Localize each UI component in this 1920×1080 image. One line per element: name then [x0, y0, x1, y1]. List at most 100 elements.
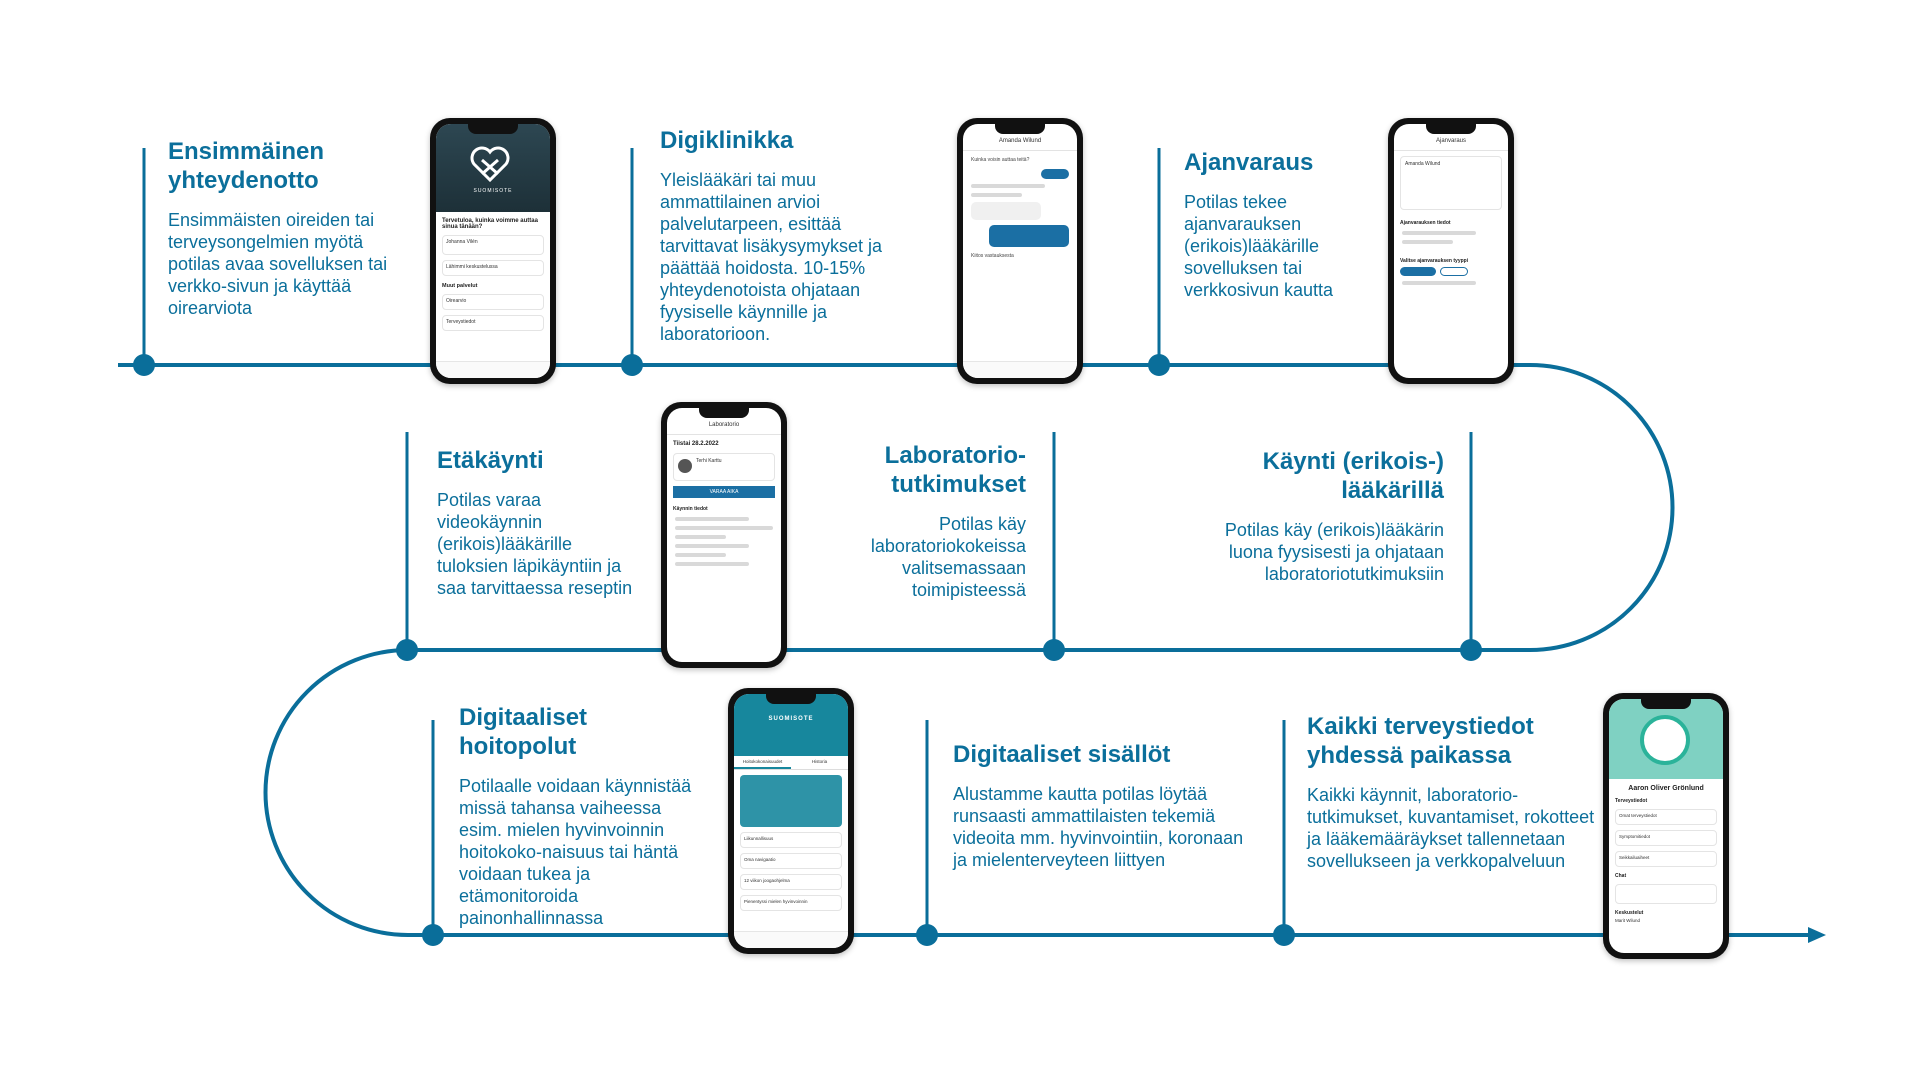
step-title: Etäkäynti	[437, 447, 544, 474]
step-digiklinikka: Digiklinikka Yleislääkäri tai muu ammatt…	[660, 126, 922, 345]
list-item[interactable]: Oma navigaatio	[740, 853, 842, 869]
phone-screen: Amanda Wilund Kuinka voisin auttaa teitä…	[963, 124, 1077, 378]
section-label: Käynnin tiedot	[673, 506, 708, 512]
phone-screen: Laboratorio Tiistai 28.2.2022 Terhi Kart…	[667, 408, 781, 662]
step-text: Potilaalle voidaan käynnistää missä taha…	[459, 776, 692, 928]
brand-text: SUOMISOTE	[473, 188, 513, 194]
tabs[interactable]: Hoitokokonaisuudet Historia	[734, 756, 848, 770]
detail-line	[675, 544, 750, 548]
phone-screen: Ajanvaraus Amanda Wilund Ajanvarauksen t…	[1394, 124, 1508, 378]
section-label: Chat	[1615, 873, 1627, 879]
profile-name: Aaron Oliver Grönlund	[1628, 785, 1704, 792]
step-digital-content: Digitaaliset sisällöt Alustamme kautta p…	[953, 740, 1253, 871]
detail-line	[675, 562, 750, 566]
step-text: Potilas käy laboratoriokokeissa valitsem…	[870, 514, 1026, 600]
chat-bubble-in	[971, 202, 1041, 220]
tab-care-programs[interactable]: Hoitokokonaisuudet	[734, 756, 791, 769]
chat-item[interactable]	[1615, 884, 1717, 904]
step-title: Digitaaliset hoitopolut	[459, 704, 588, 760]
section-label: Ajanvarauksen tiedot	[1400, 220, 1451, 226]
phone-notch	[699, 408, 749, 418]
phone-notch	[468, 124, 518, 134]
phone-screen: Aaron Oliver Grönlund Terveystiedot Omat…	[1609, 699, 1723, 953]
greeting-text: Tervetuloa, kuinka voimme auttaa sinua t…	[442, 218, 538, 230]
booking-type-options[interactable]	[1400, 267, 1502, 276]
detail-line	[1402, 231, 1477, 235]
hero-banner: SUOMISOTE	[436, 124, 550, 212]
step-title: Laboratorio-tutkimukset	[884, 442, 1026, 498]
tab-history[interactable]: Historia	[811, 759, 828, 764]
phone-digiklinikka: Amanda Wilund Kuinka voisin auttaa teitä…	[957, 118, 1083, 384]
detail-line	[675, 526, 773, 530]
phone-care-paths: SUOMISOTE Hoitokokonaisuudet Historia Li…	[728, 688, 854, 954]
profile-ring	[1640, 715, 1690, 765]
booking-header: Ajanvaraus	[1394, 124, 1508, 151]
section-label: Valitse ajanvarauksen tyyppi	[1400, 258, 1469, 264]
section-label: Terveystiedot	[1615, 798, 1648, 804]
list-item[interactable]: Lähimmi keskustelussa	[442, 260, 544, 276]
step-ajanvaraus: Ajanvaraus Potilas tekee ajanvarauksen (…	[1184, 148, 1376, 301]
tab-bar[interactable]	[436, 361, 550, 378]
phone-notch	[1641, 699, 1691, 709]
chat-input[interactable]	[963, 361, 1077, 378]
section-label: Muut palvelut	[442, 283, 478, 289]
list-item[interactable]: 12 viikon joogaohjelma	[740, 874, 842, 890]
step-text: Potilas käy (erikois)lääkärin luona fyys…	[1224, 520, 1444, 584]
timeline-arrowhead	[1808, 927, 1826, 943]
brand-text: SUOMISOTE	[768, 716, 814, 722]
chat-message-in: Kuinka voisin auttaa teitä?	[971, 157, 1030, 163]
phone-ajanvaraus: Ajanvaraus Amanda Wilund Ajanvarauksen t…	[1388, 118, 1514, 384]
hero-banner: SUOMISOTE	[734, 694, 848, 756]
step-text: Potilas tekee ajanvarauksen (erikois)lää…	[1184, 192, 1334, 300]
tab-bar[interactable]	[734, 931, 848, 948]
list-item[interactable]: Seikkailuaiheet	[1615, 851, 1717, 867]
step-laboratory: Laboratorio-tutkimukset Potilas käy labo…	[834, 441, 1026, 601]
step-title: Ensimmäinen yhteydenotto	[168, 138, 325, 194]
list-item[interactable]: Liikunnallisuus	[740, 832, 842, 848]
heart-logo-icon	[470, 146, 510, 182]
section-label: Keskustelut	[1615, 910, 1644, 916]
lab-date: Tiistai 28.2.2022	[673, 441, 719, 447]
book-button[interactable]: VARAA AIKA	[673, 486, 775, 498]
list-item[interactable]: Marit Wilund	[1615, 918, 1641, 923]
timeline-path	[118, 363, 1810, 937]
chat-bubble-out	[1041, 169, 1069, 179]
phone-first-contact: SUOMISOTE Tervetuloa, kuinka voimme autt…	[430, 118, 556, 384]
list-item[interactable]: Pienentyssi mielen hyvinvoinnin	[740, 895, 842, 911]
detail-line	[675, 553, 727, 557]
list-item[interactable]: Symptomitiedot	[1615, 830, 1717, 846]
phone-screen: SUOMISOTE Hoitokokonaisuudet Historia Li…	[734, 694, 848, 948]
step-title: Ajanvaraus	[1184, 149, 1314, 176]
step-all-health-data: Kaikki terveystiedot yhdessä paikassa Ka…	[1307, 712, 1597, 872]
step-text: Alustamme kautta potilas löytää runsaast…	[953, 784, 1244, 870]
list-item[interactable]: Oirearvio	[442, 294, 544, 310]
promo-card[interactable]	[740, 775, 842, 827]
chat-line	[971, 184, 1046, 188]
step-title: Käynti (erikois-) lääkärillä	[1262, 448, 1444, 504]
doctor-name: Terhi Karttu	[696, 458, 722, 464]
step-text: Kaikki käynnit, laboratorio-tutkimukset,…	[1307, 785, 1595, 871]
doctor-card: Terhi Karttu	[673, 453, 775, 481]
option-chip[interactable]	[1440, 267, 1468, 276]
chat-bubble-out	[989, 225, 1069, 247]
list-item[interactable]: Johanna Vilén	[442, 235, 544, 255]
profile-banner	[1609, 699, 1723, 779]
step-text: Yleislääkäri tai muu ammattilainen arvio…	[660, 170, 883, 344]
step-text: Ensimmäisten oireiden tai terveysongelmi…	[168, 210, 388, 318]
chat-message-out: Kiitos vastauksesta	[971, 253, 1014, 259]
list-item[interactable]: Omat terveystiedot	[1615, 809, 1717, 825]
option-chip[interactable]	[1400, 267, 1436, 276]
phone-notch	[766, 694, 816, 704]
avatar	[678, 459, 692, 473]
phone-laboratory: Laboratorio Tiistai 28.2.2022 Terhi Kart…	[661, 402, 787, 668]
detail-line	[1402, 240, 1454, 244]
step-first-contact: Ensimmäinen yhteydenotto Ensimmäisten oi…	[168, 137, 398, 319]
list-item[interactable]: Terveystiedot	[442, 315, 544, 331]
step-title: Digitaaliset sisällöt	[953, 741, 1171, 768]
detail-line	[675, 535, 727, 539]
chat-line	[971, 193, 1023, 197]
doctor-card[interactable]: Amanda Wilund	[1400, 156, 1502, 210]
phone-notch	[995, 124, 1045, 134]
detail-line	[1402, 281, 1477, 285]
